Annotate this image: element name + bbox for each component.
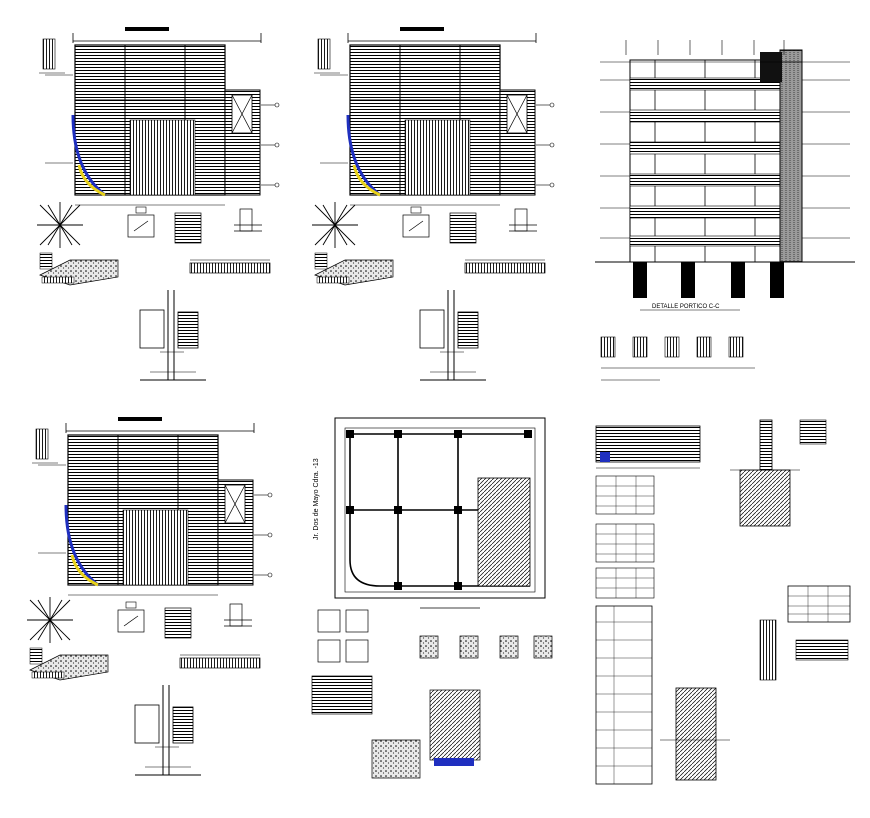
foundation-plan: Jr. Dos de Mayo Cdra. -13 bbox=[313, 417, 546, 609]
footing-details bbox=[311, 609, 553, 779]
street-label: Jr. Dos de Mayo Cdra. -13 bbox=[313, 458, 320, 540]
column-detail-top-left bbox=[139, 289, 207, 381]
roof-plan-bottom-left bbox=[30, 415, 274, 597]
detail-cluster-top-left bbox=[36, 201, 271, 286]
section-details-row bbox=[600, 336, 755, 381]
detail-cluster-top-middle bbox=[311, 201, 546, 286]
portico-elevation: DETALLE PORTICO C-C bbox=[595, 40, 855, 311]
column-detail-bottom-left bbox=[134, 684, 202, 776]
roof-plan-top-middle bbox=[312, 25, 556, 207]
column-detail-top-middle bbox=[419, 289, 487, 381]
detail-cluster-bottom-left bbox=[26, 596, 261, 681]
roof-plan-top-left bbox=[37, 25, 281, 207]
schedules-and-details bbox=[595, 419, 851, 785]
portico-title: DETALLE PORTICO C-C bbox=[652, 304, 720, 310]
